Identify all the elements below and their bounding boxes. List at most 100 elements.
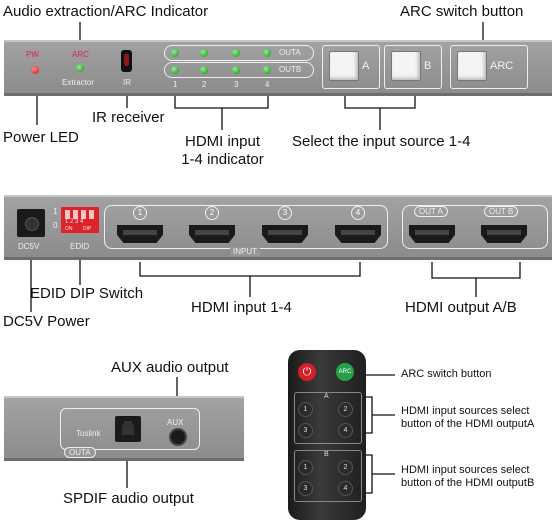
- out-b-label: OUT B: [484, 206, 519, 217]
- outb-led-4: [263, 66, 271, 74]
- btn-b-label: B: [424, 60, 432, 72]
- remote-a-button-3[interactable]: 3: [298, 423, 313, 438]
- aux-jack: [169, 428, 187, 446]
- outa-led-2: [200, 49, 208, 57]
- ir-receiver-callout: IR receiver: [92, 109, 165, 126]
- hdmi-input-port-3: [262, 225, 308, 243]
- outa-row-frame: [164, 45, 314, 61]
- extractor-label: Extractor: [62, 78, 95, 87]
- remote-group-a-frame: [294, 392, 362, 444]
- dc5v-jack: [17, 209, 45, 237]
- audio-extraction-arc-callout: Audio extraction/ARC Indicator: [3, 3, 209, 20]
- output-group-frame: [402, 205, 548, 249]
- edid-dip-switch[interactable]: 1 2 3 4 ON DIP: [61, 207, 99, 233]
- remote-b-callout-line2: button of the HDMI outputB: [401, 477, 535, 489]
- remote-group-a-label: A: [324, 393, 329, 400]
- outa-led-3: [232, 49, 240, 57]
- power-led-callout: Power LED: [3, 129, 79, 146]
- led-number-4: 4: [265, 80, 270, 89]
- toslink-label: Toslink: [76, 429, 101, 438]
- remote-b-button-3[interactable]: 3: [298, 481, 313, 496]
- remote-a-button-1[interactable]: 1: [298, 402, 313, 417]
- hdmi-input-port-2: [189, 225, 235, 243]
- select-b-button[interactable]: [391, 51, 421, 81]
- dip-side-1: 1: [53, 207, 58, 216]
- spdif-audio-output-callout: SPDIF audio output: [63, 490, 194, 507]
- outb-led-1: [171, 66, 179, 74]
- button-frame-arc: [450, 45, 528, 89]
- dc5v-power-callout: DC5V Power: [3, 313, 90, 330]
- remote-b-button-2[interactable]: 2: [338, 460, 353, 475]
- button-frame-b: [384, 45, 442, 89]
- remote-arc-button[interactable]: ARC: [336, 363, 354, 381]
- outb-row-frame: [164, 62, 314, 78]
- outb-led-3: [232, 66, 240, 74]
- input-number-1: 1: [133, 206, 147, 220]
- remote-a-button-2[interactable]: 2: [338, 402, 353, 417]
- arc-switch-button-callout: ARC switch button: [400, 3, 524, 20]
- hdmi-output-ab-callout: HDMI output A/B: [405, 299, 517, 316]
- led-number-2: 2: [202, 80, 207, 89]
- btn-a-label: A: [362, 60, 370, 72]
- dip-dip: DIP: [83, 226, 92, 232]
- remote-power-button[interactable]: ⏻: [298, 363, 316, 381]
- hdmi-input-port-4: [335, 225, 381, 243]
- select-input-source-callout: Select the input source 1-4: [292, 133, 471, 150]
- aux-audio-output-callout: AUX audio output: [111, 359, 229, 376]
- outa-label: OUTA: [279, 48, 301, 57]
- toslink-port: [115, 416, 141, 442]
- arc-led: [76, 64, 84, 72]
- outa-led-4: [263, 49, 271, 57]
- led-number-1: 1: [173, 80, 178, 89]
- button-frame-a: [322, 45, 380, 89]
- dip-side-0: 0: [53, 221, 58, 230]
- side-outa-label: OUTA: [64, 447, 96, 458]
- edid-label: EDID: [70, 242, 90, 251]
- remote-b-callout: HDMI input sources select button of the …: [401, 464, 534, 490]
- input-number-4: 4: [351, 206, 365, 220]
- ir-receiver-window: [121, 50, 132, 72]
- remote-control: ⏻ ARC A 1 2 3 4 B 1 2 3 4: [288, 350, 366, 520]
- remote-group-b-label: B: [324, 451, 329, 458]
- hdmi-input-1-4-callout: HDMI input 1-4: [191, 299, 292, 316]
- remote-b-callout-line1: HDMI input sources select: [401, 464, 530, 476]
- input-number-3: 3: [278, 206, 292, 220]
- edid-dip-switch-callout: EDID DIP Switch: [30, 285, 144, 302]
- btn-arc-label: ARC: [490, 60, 514, 72]
- dip-numbers: 1 2 3 4: [65, 219, 84, 225]
- select-a-button[interactable]: [329, 51, 359, 81]
- arc-switch-button[interactable]: [457, 51, 487, 81]
- dip-on: ON: [65, 226, 73, 232]
- led-number-3: 3: [234, 80, 239, 89]
- front-panel: PW ARC Extractor IR OUTA OUTB 1 2 3 4 A …: [4, 40, 552, 96]
- input-number-2: 2: [205, 206, 219, 220]
- pw-label: PW: [26, 50, 39, 59]
- remote-group-b-frame: [294, 450, 362, 502]
- remote-arc-callout: ARC switch button: [401, 368, 492, 380]
- remote-a-callout-line1: HDMI input sources select: [401, 405, 530, 417]
- hdmi-input-indicator-callout: HDMI input 1-4 indicator: [165, 133, 280, 169]
- outb-led-2: [200, 66, 208, 74]
- remote-a-callout-line2: button of the HDMI outputA: [401, 418, 535, 430]
- ir-label: IR: [123, 78, 131, 87]
- remote-a-button-4[interactable]: 4: [338, 423, 353, 438]
- remote-b-button-1[interactable]: 1: [298, 460, 313, 475]
- input-label: INPUT: [230, 247, 260, 256]
- out-a-label: OUT A: [414, 206, 448, 217]
- side-panel: Toslink AUX OUTA: [4, 396, 244, 461]
- side-frame: [60, 408, 200, 450]
- hdmi-output-port-a: [409, 225, 455, 243]
- rear-panel: DC5V 1 0 1 2 3 4 ON DIP EDID 1 2 3 4 INP…: [4, 195, 552, 260]
- power-led: [31, 66, 39, 74]
- outa-led-1: [171, 49, 179, 57]
- remote-b-button-4[interactable]: 4: [338, 481, 353, 496]
- arc-label: ARC: [72, 50, 89, 59]
- hdmi-input-port-1: [117, 225, 163, 243]
- outb-label: OUTB: [279, 65, 302, 74]
- hdmi-input-indicator-line1: HDMI input: [184, 133, 261, 150]
- aux-label: AUX: [167, 418, 184, 427]
- dc5v-label: DC5V: [18, 242, 40, 251]
- remote-a-callout: HDMI input sources select button of the …: [401, 405, 534, 431]
- hdmi-output-port-b: [481, 225, 527, 243]
